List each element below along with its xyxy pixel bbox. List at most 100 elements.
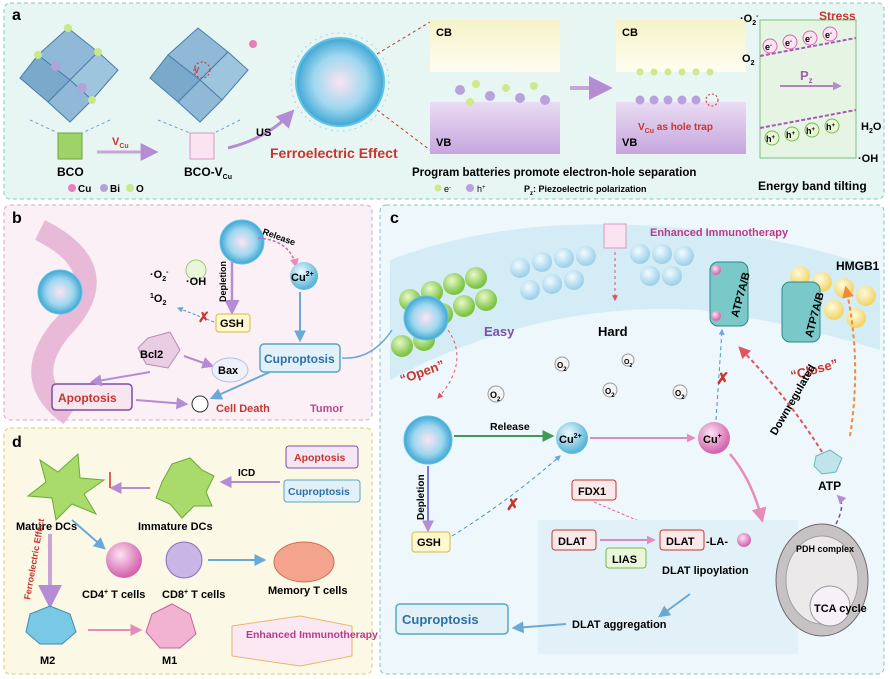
vcu-arrow-label: VCu — [112, 136, 129, 150]
c-tca-label: TCA cycle — [814, 603, 867, 615]
d-mature-dcs-label: Mature DCs — [16, 521, 77, 533]
c-nanoparticle-top — [403, 295, 449, 341]
c-easy-label: Easy — [484, 324, 515, 339]
b-x-mark: ✗ — [198, 309, 210, 325]
bco-vcu-label: BCO-VCu — [184, 165, 232, 181]
b-o2-radical: ·O2- — [150, 269, 169, 283]
legend-hole-label: h+ — [477, 184, 486, 194]
atp-icon — [813, 449, 843, 475]
d-enhanced-label: Enhanced Immunotherapy — [246, 629, 378, 641]
electron-4: e- — [825, 30, 832, 40]
bco-cube — [57, 132, 83, 160]
d-m2-label: M2 — [40, 655, 55, 667]
h2o-label: H2O — [861, 121, 882, 135]
legend-bi-dot — [100, 184, 108, 192]
electron-1: e- — [765, 42, 772, 52]
legend-electron-dot — [434, 184, 442, 192]
d-apoptosis-label: Apoptosis — [294, 452, 345, 464]
blue-lipids — [510, 244, 694, 300]
c-dlat-2: DLAT — [666, 536, 695, 548]
o2-radical-label: ·O2- — [740, 13, 759, 27]
memory-t-cell-icon — [273, 541, 335, 583]
c-lias-label: LIAS — [612, 554, 637, 566]
hole-3: h+ — [806, 126, 816, 136]
b-cell-death-label: Cell Death — [216, 403, 270, 415]
nanoparticle-b-top — [219, 219, 265, 265]
c-dlat-box-1 — [551, 529, 597, 551]
b-cu2-label: Cu2+ — [291, 271, 314, 284]
nanoparticle-a — [295, 37, 385, 127]
c-nanoparticle-main — [403, 415, 453, 465]
legend-hole-dot — [466, 184, 474, 192]
hole-4: h+ — [826, 122, 836, 132]
c-o2-d: O2 — [605, 387, 615, 399]
c-dlat-lipoylation: DLAT lipoylation — [662, 565, 749, 577]
b-to-c-connector — [341, 329, 393, 359]
cb-band-2 — [616, 20, 746, 72]
c-release-label: Release — [490, 421, 530, 433]
panel-b-letter: b — [12, 210, 22, 227]
bco-label: BCO — [57, 165, 84, 179]
b-cuproptosis-label: Cuproptosis — [264, 352, 335, 366]
o2-label: O2 — [742, 53, 755, 67]
mature-dc-icon — [26, 452, 106, 522]
c-cuproptosis-box — [395, 603, 509, 635]
skull-icon — [191, 395, 209, 413]
c-hard-label: Hard — [598, 324, 628, 339]
legend-o-dot — [126, 184, 134, 192]
bco-vcu-cube — [189, 132, 215, 160]
c-dlat-1: DLAT — [558, 536, 587, 548]
vb-label-2: VB — [622, 137, 637, 149]
vb-band-2 — [616, 102, 746, 154]
b-bax-label: Bax — [218, 365, 239, 377]
panel-d-letter: d — [12, 434, 22, 451]
c-enhanced-label: Enhanced Immunotherapy — [650, 227, 789, 239]
d-icd-label: ICD — [238, 468, 255, 479]
electron-row — [762, 26, 838, 54]
energy-band-tilting-label: Energy band tilting — [758, 179, 867, 193]
legend-o-label: O — [136, 184, 144, 195]
c-dlat-box-2 — [659, 529, 705, 551]
immature-dc-icon — [155, 457, 215, 519]
c-fdx1-label: FDX1 — [578, 486, 606, 498]
ferroelectric-effect-label: Ferroelectric Effect — [270, 145, 398, 161]
b-bcl2-shape — [137, 331, 181, 369]
c-lias-box — [605, 547, 647, 569]
d-immature-dcs-label: Immature DCs — [138, 521, 213, 533]
legend-cu-dot — [68, 184, 76, 192]
legend-pz-label: Pz: Piezoelectric polarization — [524, 184, 647, 197]
atp7ab-channel-1 — [709, 261, 749, 327]
d-memory-label: Memory T cells — [268, 585, 347, 597]
c-la-label: -LA- — [706, 536, 728, 548]
d-cd4-label: CD4+ T cells — [82, 589, 145, 601]
b-singlet-o2: 1O2 — [150, 293, 166, 307]
b-cu2-ball — [290, 262, 318, 290]
c-atp-label: ATP — [818, 479, 841, 493]
legend-bi-label: Bi — [110, 184, 120, 195]
pz-label: Pz — [800, 68, 813, 85]
cb-band-1 — [430, 20, 560, 72]
vb-band-1 — [430, 102, 560, 154]
atp7ab-channel-2 — [781, 281, 821, 343]
c-o2-c: O2 — [624, 359, 632, 369]
c-gsh-box — [411, 531, 451, 553]
b-bax-shape — [211, 357, 249, 383]
hole-1: h+ — [766, 134, 776, 144]
c-cu1-label: Cu+ — [703, 433, 722, 446]
legend-electron-label: e- — [444, 184, 451, 194]
cb-label-2: CB — [622, 27, 638, 39]
c-bco-cube — [603, 223, 627, 249]
c-o2-b: O2 — [557, 361, 567, 373]
panel-a-letter: a — [12, 7, 21, 24]
c-fdx1-box — [571, 479, 617, 501]
electron-3: e- — [805, 34, 812, 44]
d-cuproptosis-label: Cuproptosis — [288, 486, 350, 498]
hole-row — [764, 118, 840, 146]
separated-carriers — [635, 68, 719, 107]
b-tumor-label: Tumor — [310, 403, 344, 415]
d-apoptosis-box — [285, 445, 359, 469]
panel-c-letter: c — [390, 210, 399, 227]
vb-label-1: VB — [436, 137, 451, 149]
c-cu2-label: Cu2+ — [559, 433, 582, 446]
